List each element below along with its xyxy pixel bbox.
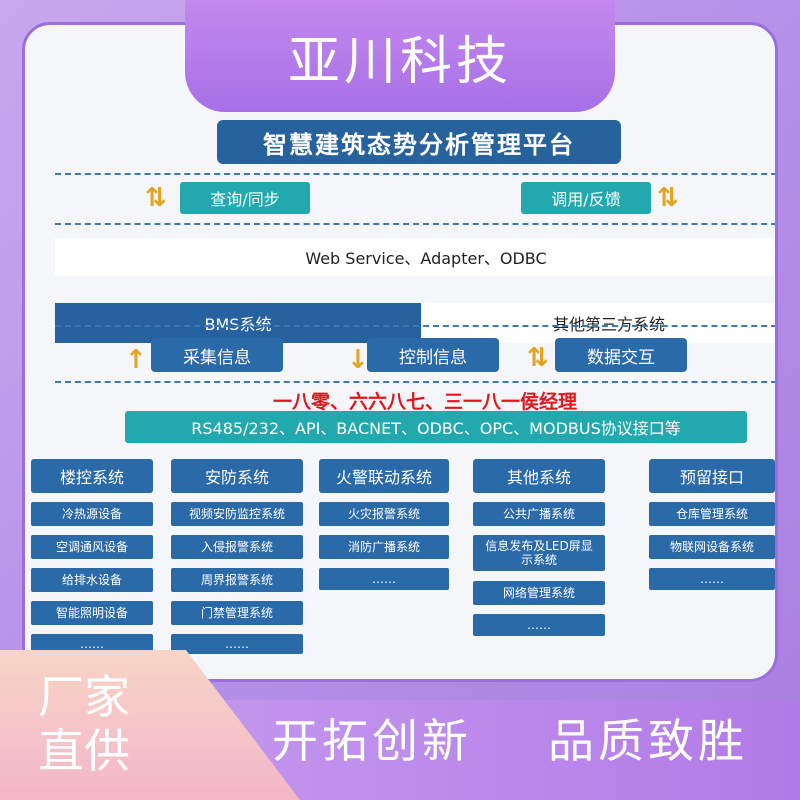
- list-item: 公共广播系统: [473, 502, 605, 526]
- third-party-system-box: 其他第三方系统: [421, 303, 775, 343]
- bms-system-box: BMS系统: [55, 303, 421, 343]
- diagram-card: 智慧建筑态势分析管理平台 ⇅ 查询/同步 调用/反馈 ⇅ Web Service…: [22, 22, 778, 682]
- column-title: 楼控系统: [31, 459, 153, 493]
- interface-band: RS485/232、API、BACNET、ODBC、OPC、MODBUS协议接口…: [125, 411, 747, 443]
- list-item: 给排水设备: [31, 568, 153, 592]
- list-item: ……: [31, 634, 153, 654]
- column-other-systems: 其他系统: [473, 459, 605, 493]
- call-feedback-box: 调用/反馈: [521, 182, 651, 214]
- up-down-arrow-icon: ⇅: [527, 343, 549, 373]
- dashed-divider: [55, 173, 775, 175]
- list-item: 视频安防监控系统: [171, 502, 303, 526]
- control-info-box: 控制信息: [367, 338, 499, 372]
- list-item: 空调通风设备: [31, 535, 153, 559]
- up-down-arrow-icon: ⇅: [657, 183, 679, 213]
- brand-tab: 亚川科技: [185, 0, 615, 112]
- list-item: 智能照明设备: [31, 601, 153, 625]
- factory-badge-text: 厂家 直供: [38, 670, 130, 778]
- collect-info-box: 采集信息: [151, 338, 283, 372]
- list-item: 入侵报警系统: [171, 535, 303, 559]
- slogan-quality: 品质致胜: [548, 714, 748, 768]
- column-title: 其他系统: [473, 459, 605, 493]
- column-reserved-interface: 预留接口: [649, 459, 775, 493]
- column-building-control: 楼控系统: [31, 459, 153, 493]
- badge-line-1: 厂家: [38, 670, 130, 724]
- badge-line-2: 直供: [38, 724, 130, 778]
- list-item: 网络管理系统: [473, 581, 605, 605]
- up-arrow-icon: ↑: [125, 345, 147, 375]
- column-title: 预留接口: [649, 459, 775, 493]
- list-item: ……: [319, 568, 449, 590]
- slogan-innovation: 开拓创新: [272, 714, 472, 768]
- query-sync-box: 查询/同步: [180, 182, 310, 214]
- list-item: 门禁管理系统: [171, 601, 303, 625]
- column-title: 安防系统: [171, 459, 303, 493]
- list-item: 冷热源设备: [31, 502, 153, 526]
- down-arrow-icon: ↓: [347, 345, 369, 375]
- column-security: 安防系统: [171, 459, 303, 493]
- column-title: 火警联动系统: [319, 459, 449, 493]
- dashed-divider: [55, 325, 775, 327]
- list-item: 物联网设备系统: [649, 535, 775, 559]
- list-item: 仓库管理系统: [649, 502, 775, 526]
- up-down-arrow-icon: ⇅: [145, 183, 167, 213]
- list-item: 消防广播系统: [319, 535, 449, 559]
- list-item: ……: [649, 568, 775, 590]
- column-fire-linkage: 火警联动系统: [319, 459, 449, 493]
- list-item: 周界报警系统: [171, 568, 303, 592]
- protocol-band: Web Service、Adapter、ODBC: [55, 238, 775, 276]
- brand-name: 亚川科技: [287, 31, 512, 92]
- list-item: ……: [171, 634, 303, 654]
- dashed-divider: [55, 381, 775, 383]
- data-exchange-box: 数据交互: [555, 338, 687, 372]
- platform-title: 智慧建筑态势分析管理平台: [217, 120, 621, 164]
- list-item: 信息发布及LED屏显示系统: [473, 535, 605, 571]
- list-item: 火灾报警系统: [319, 502, 449, 526]
- dashed-divider: [55, 223, 775, 225]
- list-item: ……: [473, 614, 605, 636]
- contact-text: 一八零、六六八七、三一八一侯经理: [272, 391, 577, 413]
